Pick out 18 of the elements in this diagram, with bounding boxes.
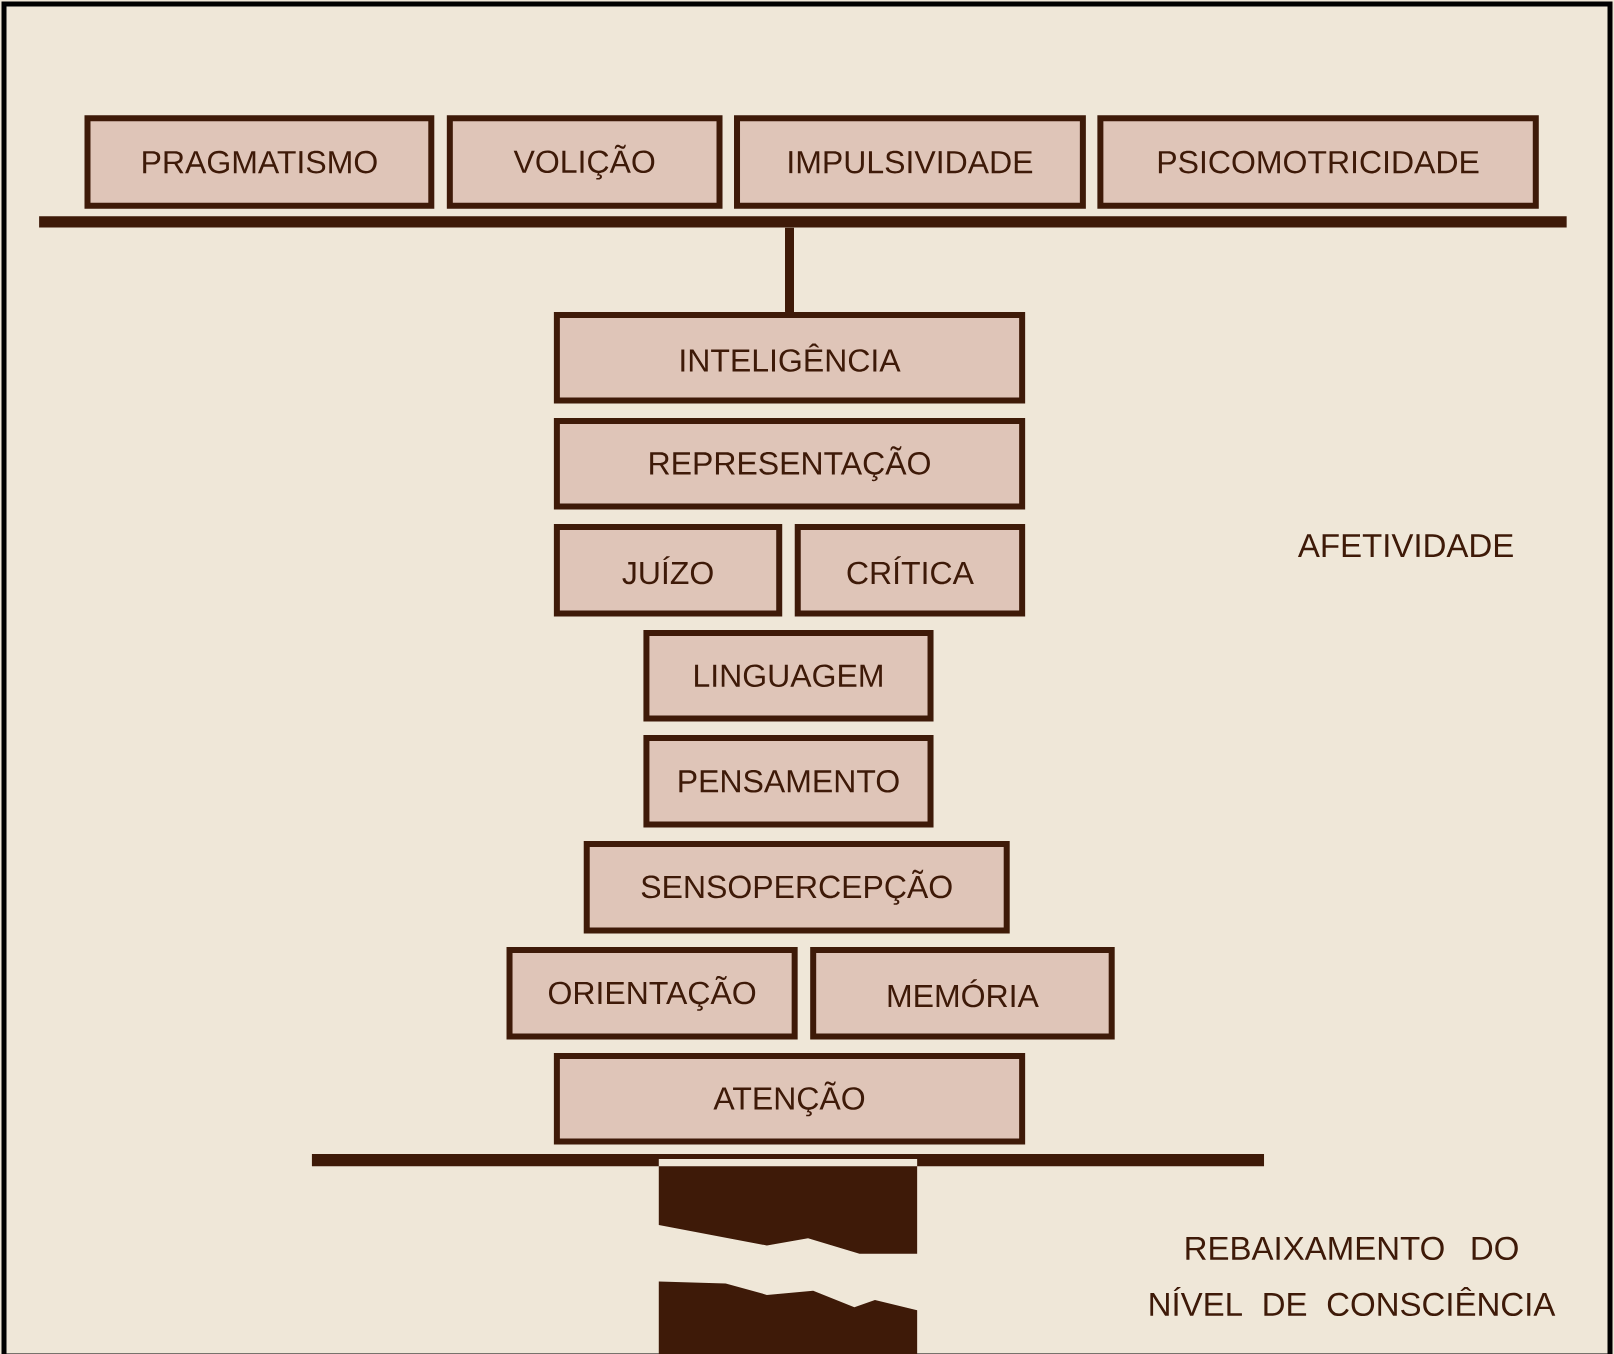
- text-box: PENSAMENTO: [643, 735, 934, 828]
- text-box: CRÍTICA: [794, 524, 1026, 617]
- text-box: IMPULSIVIDADE: [734, 115, 1086, 209]
- side-label: REBAIXAMENTO DO NÍVEL DE CONSCIÊNCIA: [1150, 1236, 1556, 1317]
- text-box: SENSOPERCEPÇÃO: [583, 841, 1010, 934]
- text-box: VOLIÇÃO: [446, 115, 723, 209]
- text-box: PRAGMATISMO: [84, 115, 435, 209]
- text-box: REPRESENTAÇÃO: [553, 418, 1026, 510]
- text-box: ORIENTAÇÃO: [506, 947, 798, 1040]
- connector-line: [785, 227, 794, 312]
- text-box: INTELIGÊNCIA: [553, 311, 1026, 404]
- side-label: AFETIVIDADE: [1297, 534, 1513, 557]
- text-box: LINGUAGEM: [643, 630, 934, 722]
- support-bar: [39, 216, 1567, 228]
- text-box: JUÍZO: [553, 524, 783, 617]
- text-box: PSICOMOTRICIDADE: [1097, 115, 1539, 209]
- text-box: ATENÇÃO: [553, 1053, 1026, 1145]
- text-box: MEMÓRIA: [810, 947, 1115, 1040]
